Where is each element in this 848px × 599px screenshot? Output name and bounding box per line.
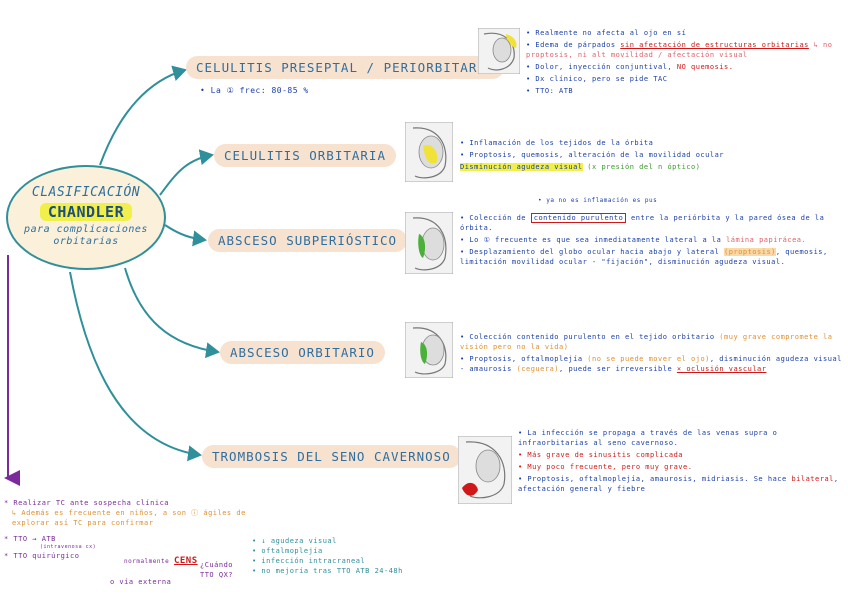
note-aside: (ceguera) bbox=[516, 365, 560, 373]
notes-subperiostico: • Colección de contenido purulento entre… bbox=[460, 213, 840, 269]
note-aside: (no se puede mover el ojo) bbox=[587, 355, 710, 363]
link-seno bbox=[69, 271, 202, 462]
note-line: , disminución agudeza visual - amaurosis bbox=[460, 355, 842, 373]
note-line: • Realmente no afecta al ojo en sí bbox=[526, 29, 687, 37]
note-line: • Edema de párpados bbox=[526, 41, 616, 49]
branch-label: CELULITIS PRESEPTAL / PERIORBITARIA bbox=[196, 60, 495, 75]
note-line: • La infección se propaga a través de la… bbox=[518, 429, 778, 447]
bottom-emphasis: CENS bbox=[173, 556, 198, 566]
note-line: , afectación general y fiebre bbox=[518, 475, 839, 493]
note-line: • TTO: ATB bbox=[526, 87, 574, 95]
bottom-line: * TTO → ATB bbox=[4, 535, 56, 543]
bottom-when-question: ¿Cuándo TTO QX? bbox=[200, 561, 234, 579]
bottom-via-externa: o vía externa bbox=[110, 578, 172, 586]
note-emphasis: sin afectación de estructuras orbitarias bbox=[620, 41, 809, 49]
center-subtitle: para complicaciones orbitarias bbox=[24, 224, 148, 247]
note-line: • Proptosis, quemosis, alteración de la … bbox=[460, 151, 725, 159]
branch-celulitis-preseptal: CELULITIS PRESEPTAL / PERIORBITARIA bbox=[186, 56, 505, 79]
note-aside: (muy grave compromete la visión pero no … bbox=[460, 333, 833, 351]
note-emphasis: NO quemosis. bbox=[676, 63, 734, 71]
bottom-normally: normalmente CENS bbox=[124, 556, 198, 567]
branch-absceso-subperiostico: ABSCESO SUBPERIÓSTICO bbox=[208, 229, 408, 252]
orbit-sketch-subperiostico-icon bbox=[405, 212, 453, 274]
note-line: • Desplazamiento del globo ocular hacia … bbox=[460, 248, 720, 256]
note-emphasis: • Muy poco frecuente, pero muy grave. bbox=[518, 463, 693, 471]
criteria-item: • ↓ agudeza visual bbox=[252, 537, 337, 545]
note-aside: lámina papirácea. bbox=[726, 236, 807, 244]
branch-trombosis-seno: TROMBOSIS DEL SENO CAVERNOSO bbox=[202, 445, 461, 468]
note-line: • Dolor, inyección conjuntival, bbox=[526, 63, 673, 71]
note-emphasis: bilateral bbox=[791, 475, 834, 483]
bottom-line: * Realizar TC ante sospecha clínica bbox=[4, 499, 170, 507]
note-line: • Inflamación de los tejidos de la órbit… bbox=[460, 139, 654, 147]
branch-label: CELULITIS ORBITARIA bbox=[224, 148, 386, 163]
note-line: • Proptosis, oftalmoplejía bbox=[460, 355, 583, 363]
bottom-line: * TTO quirúrgico bbox=[4, 552, 80, 560]
bottom-line: (intravenosa cx) bbox=[40, 544, 97, 550]
note-line: entre la periórbita y la pared ósea de l… bbox=[460, 214, 825, 232]
center-node-clasificacion: CLASIFICACIÓN CHANDLER para complicacion… bbox=[6, 165, 166, 270]
notes-orbitaria: • Inflamación de los tejidos de la órbit… bbox=[460, 138, 840, 174]
center-title: CLASIFICACIÓN bbox=[31, 185, 141, 200]
note-boxed: contenido purulento bbox=[530, 213, 627, 223]
preseptal-frequency: • La ① frec: 80-85 % bbox=[200, 86, 309, 95]
branch-celulitis-orbitaria: CELULITIS ORBITARIA bbox=[214, 144, 396, 167]
note-line: • Colección de bbox=[460, 214, 527, 222]
branch-label: ABSCESO SUBPERIÓSTICO bbox=[218, 233, 398, 248]
note-emphasis: × oclusión vascular bbox=[676, 365, 767, 373]
note-line: , puede ser irreversible bbox=[559, 365, 673, 373]
bottom-notes-diagnosis: * Realizar TC ante sospecha clínica ↳ Ad… bbox=[4, 498, 284, 561]
note-aside: ↳ no proptosis, ni alt movilidad / afect… bbox=[526, 41, 833, 59]
link-orbitaria bbox=[159, 149, 214, 196]
bottom-line: ↳ Además es frecuente en niños, a son ⓘ … bbox=[12, 509, 246, 527]
bottom-line: normalmente bbox=[124, 558, 170, 565]
criteria-item: • oftalmoplejía bbox=[252, 547, 323, 555]
notes-preseptal: • Realmente no afecta al ojo en sí • Ede… bbox=[526, 28, 844, 98]
subperiostico-pus-tag: • ya no es inflamación es pus bbox=[538, 197, 658, 204]
orbit-sketch-seno-cavernoso-icon bbox=[458, 436, 512, 504]
center-chandler: CHANDLER bbox=[39, 203, 133, 221]
branch-label: ABSCESO ORBITARIO bbox=[230, 345, 375, 360]
note-highlight: Disminución agudeza visual bbox=[460, 163, 583, 171]
note-line: , quemosis, limitación movilidad ocular … bbox=[460, 248, 828, 266]
orbit-sketch-preseptal-icon bbox=[478, 28, 520, 74]
note-aside: (proptosis) bbox=[724, 248, 776, 256]
notes-orbitario: • Colección contenido purulento en el te… bbox=[460, 332, 842, 376]
orbit-sketch-orbitaria-icon bbox=[405, 122, 453, 182]
link-subperiostico bbox=[164, 224, 207, 247]
note-line: • Colección contenido purulento en el te… bbox=[460, 333, 715, 341]
note-line: • Dx clínico, pero se pide TAC bbox=[526, 75, 668, 83]
branch-absceso-orbitario: ABSCESO ORBITARIO bbox=[220, 341, 385, 364]
note-line: • Lo ① frecuente es que sea inmediatamen… bbox=[460, 236, 722, 244]
note-aside: (x presión del n óptico) bbox=[587, 163, 701, 171]
note-emphasis: • Más grave de sinusitis complicada bbox=[518, 451, 684, 459]
note-line: • Proptosis, oftalmoplejía, amaurosis, m… bbox=[518, 475, 787, 483]
notes-seno-cavernoso: • La infección se propaga a través de la… bbox=[518, 428, 844, 496]
criteria-item: • infección intracraneal bbox=[252, 557, 366, 565]
bottom-criteria-list: • ↓ agudeza visual • oftalmoplejía • inf… bbox=[252, 536, 452, 576]
link-orbitario bbox=[124, 267, 220, 359]
branch-label: TROMBOSIS DEL SENO CAVERNOSO bbox=[212, 449, 451, 464]
link-preseptal bbox=[99, 65, 187, 166]
orbit-sketch-orbitario-icon bbox=[405, 322, 453, 378]
criteria-item: • no mejoría tras TTO ATB 24-48h bbox=[252, 567, 403, 575]
